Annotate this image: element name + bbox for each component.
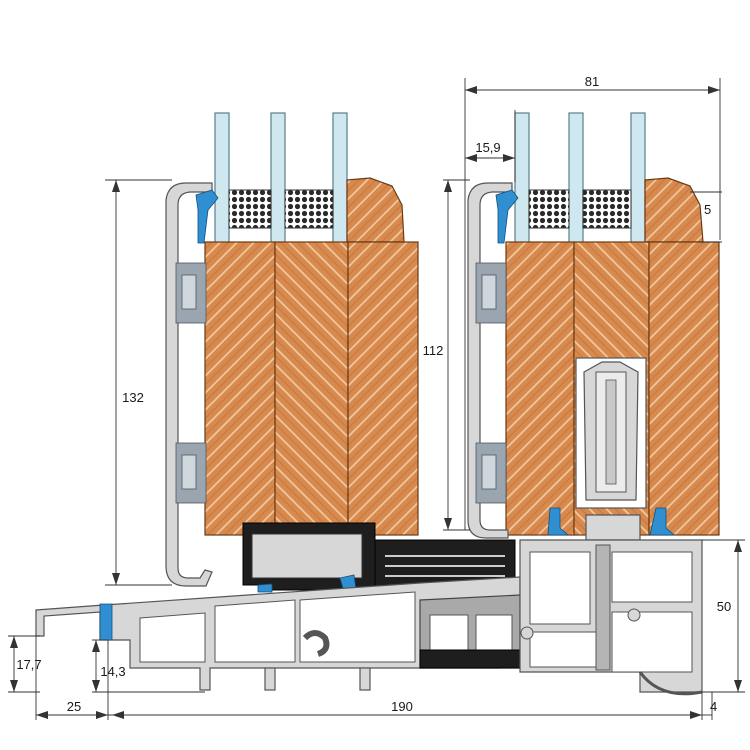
right-frame-mullion (595, 544, 611, 671)
left-wood-laminate-2 (274, 241, 349, 536)
dim-right-tab: 4 (710, 699, 717, 714)
dim-left-height: 132 (122, 390, 144, 405)
dimension-lines: 81 15,9 5 132 112 50 (8, 74, 745, 720)
sill-front-gasket (99, 603, 113, 641)
right-spacer-2 (582, 189, 632, 229)
left-glass-pane-3 (332, 112, 348, 244)
right-bottom-alu-cap (585, 514, 641, 541)
left-glass-pane-2 (270, 112, 286, 244)
left-glazing-bead (346, 177, 405, 243)
right-wood-laminate-3 (648, 241, 720, 536)
right-glass-pane-3 (630, 112, 646, 244)
left-wood-laminate-1 (204, 241, 276, 536)
threshold-gasket-small (257, 583, 273, 593)
dim-top-step: 5 (704, 202, 711, 217)
right-bottom-gasket-left (547, 507, 570, 536)
left-glass-gasket (195, 189, 219, 244)
left-clip-bottom (175, 442, 207, 504)
left-spacer-1 (228, 189, 272, 229)
left-glass-pane-1 (214, 112, 230, 244)
right-bottom-gasket-right (649, 507, 676, 536)
dim-left-low-height: 17,7 (16, 657, 41, 672)
dim-sill-height: 50 (717, 599, 731, 614)
dim-glass-offset: 15,9 (475, 140, 500, 155)
right-sash (467, 112, 720, 541)
left-wood-laminate-3 (347, 241, 419, 536)
dim-overall-width: 81 (585, 74, 599, 89)
dim-total-width: 190 (391, 699, 413, 714)
right-glass-pane-2 (568, 112, 584, 244)
dim-left-width: 25 (67, 699, 81, 714)
left-sash (165, 112, 419, 587)
right-glass-gasket (495, 189, 519, 244)
right-glass-pane-1 (514, 112, 530, 244)
right-glazing-bead (644, 177, 704, 243)
dim-right-height: 112 (423, 343, 444, 358)
right-spacer-1 (528, 189, 570, 229)
threshold (35, 522, 703, 696)
dim-left-inner-height: 14,3 (100, 664, 125, 679)
right-wood-laminate-1 (505, 241, 575, 536)
left-spacer-2 (284, 189, 334, 229)
